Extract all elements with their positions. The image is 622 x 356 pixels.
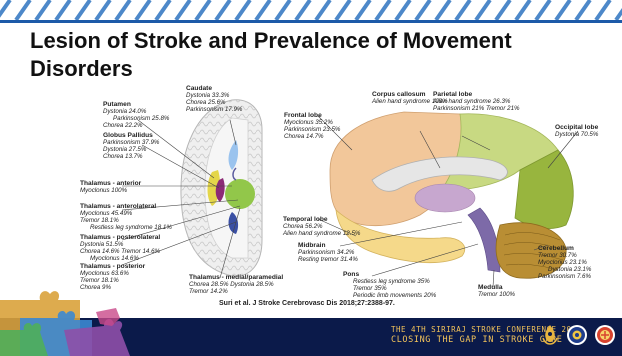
globus-pallidus-region: [216, 178, 225, 202]
conference-line-2: CLOSING THE GAP IN STROKE CARE: [391, 335, 563, 345]
label-parietal-lobe: Parietal lobe Alien hand syndrome 26.3% …: [433, 91, 520, 112]
label-medulla: Medulla Tremor 100%: [478, 284, 515, 298]
hospital-seal-icon: [594, 324, 616, 346]
label-midbrain: Midbrain Parkinsonism 34.2% Resting trem…: [298, 242, 358, 263]
label-cerebellum: Cerebellum Tremor 30.7% Myoclonus 23.1% …: [538, 245, 591, 280]
citation: Suri et al. J Stroke Cerebrovasc Dis 201…: [219, 300, 395, 307]
label-putamen: Putamen Dystonia 24.0% Parkinsonism 25.8…: [103, 101, 169, 129]
title-line-1: Lesion of Stroke and Prevalence of Movem…: [30, 28, 512, 53]
parietal-lobe-region: [440, 114, 558, 192]
label-thalamus-posterolateral: Thalamus - posterolateral Dystonia 51.5%…: [80, 234, 160, 262]
label-caudate: Caudate Dystonia 33.3% Chorea 25.6% Park…: [186, 85, 242, 113]
label-thalamus-posterior: Thalamus - posterior Myoclonus 63.6% Tre…: [80, 263, 145, 291]
thalamus-region: [225, 179, 255, 209]
label-occipital-lobe: Occipital lobe Dystonia 70.5%: [555, 124, 598, 138]
label-temporal-lobe: Temporal lobe Chorea 56.2% Alien hand sy…: [283, 216, 360, 237]
label-thalamus-medial: Thalamus - medial/paramedial Chorea 28.5…: [189, 274, 283, 295]
university-seal-icon: [566, 324, 588, 346]
label-globus-pallidus: Globus Pallidus Parkinsonism 37.9% Dysto…: [103, 132, 159, 160]
frontal-lobe-region: [330, 112, 464, 226]
label-frontal-lobe: Frontal lobe Myoclonus 35.2% Parkinsonis…: [284, 112, 340, 140]
label-thalamus-anterolateral: Thalamus - anterolateral Myoclonus 45.49…: [80, 203, 172, 231]
corpus-callosum-region: [372, 157, 507, 191]
label-thalamus-anterior: Thalamus - anterior Myoclonus 100%: [80, 180, 141, 194]
posterior-limb-region: [229, 212, 239, 234]
brainstem-region: [468, 208, 500, 272]
header-stripes: [0, 0, 622, 26]
caudate-region: [229, 140, 239, 170]
conference-emblem-icon: [540, 324, 560, 348]
label-pons: Pons Restless leg syndrome 35% Tremor 35…: [343, 271, 436, 299]
slide-title: Lesion of Stroke and Prevalence of Movem…: [30, 27, 590, 83]
title-line-2: Disorders: [30, 56, 133, 81]
putamen-region: [208, 170, 221, 206]
occipital-lobe-region: [515, 150, 573, 229]
